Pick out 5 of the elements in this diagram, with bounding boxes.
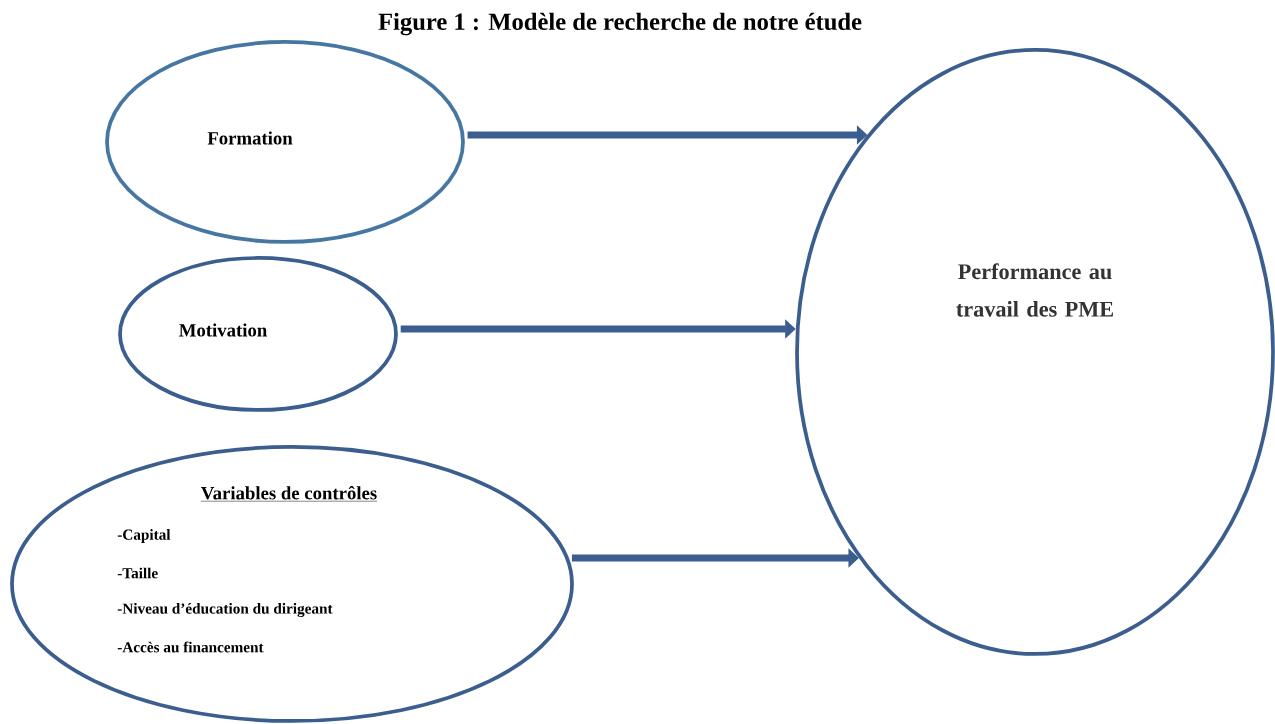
ellipse-node: Motivation [118, 256, 398, 412]
ellipse-node: Variables de contrôles -Capital -Taille -Niveau d’éducation du dirigeant -Accès au financement [10, 445, 574, 723]
ellipse-node: Performance au travail des PME [795, 48, 1275, 656]
title: Figure 1 : Modèle de recherche de notre étude [378, 12, 862, 36]
ellipse-node: Formation [105, 40, 465, 244]
